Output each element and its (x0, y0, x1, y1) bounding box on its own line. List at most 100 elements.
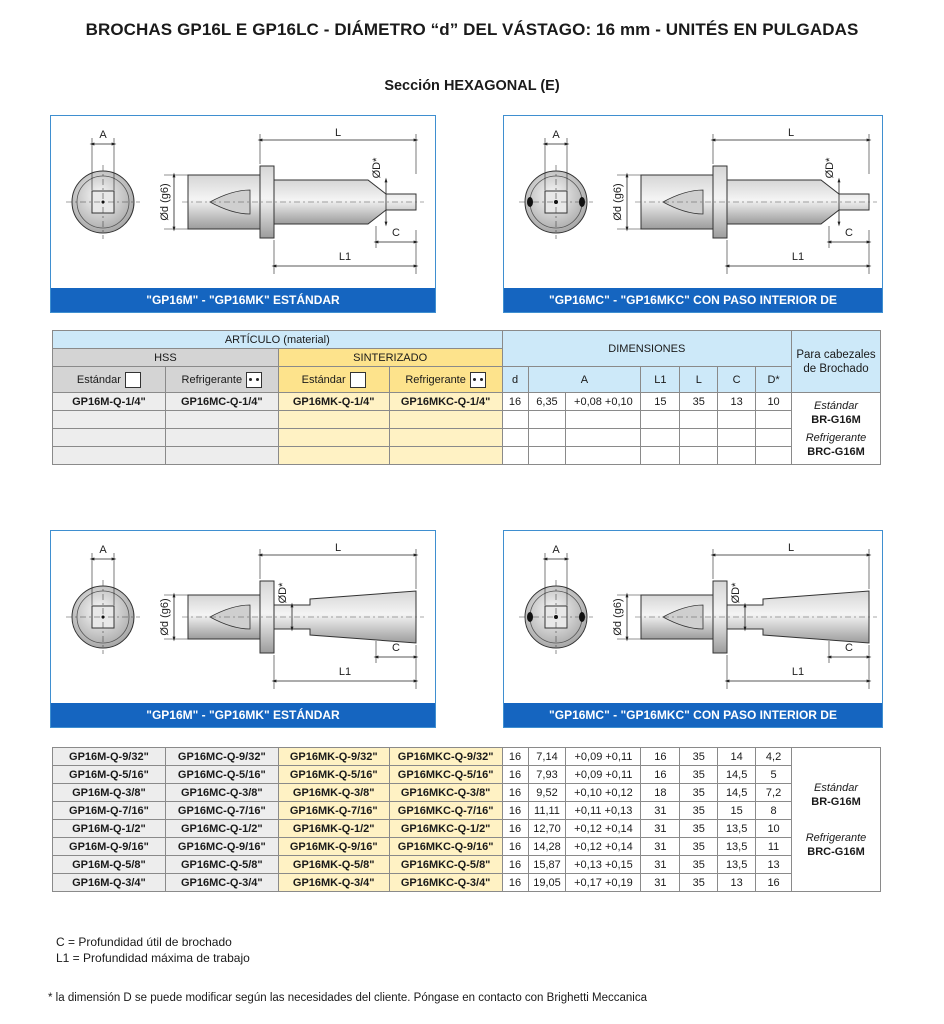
coolant-hole (579, 612, 585, 622)
table-cell: 16 (501, 837, 529, 856)
head-coolant-label: Refrigerante (805, 431, 867, 444)
dim-c-label: C (845, 642, 853, 654)
table-cell (717, 446, 757, 465)
dim-d-label: Ød (g6) (159, 183, 171, 220)
table-cell (277, 410, 390, 429)
table-row: GP16M-Q-5/16"GP16MC-Q-5/16"GP16MK-Q-5/16… (52, 765, 881, 784)
table-cell: 13 (717, 873, 757, 892)
table-cell: 15 (640, 392, 681, 411)
table-cell: GP16MKC-Q-3/4" (388, 873, 503, 892)
dim-c-label: C (392, 642, 400, 654)
header-articulo: ARTÍCULO (material) (52, 330, 503, 349)
table-cell: 16 (501, 801, 529, 820)
table-cell: 11,11 (527, 801, 567, 820)
head-standard-code: BR-G16M (811, 413, 861, 426)
table-cell: 8 (755, 801, 793, 820)
table-cell: +0,09 +0,11 (565, 747, 642, 766)
table-cell: 35 (679, 819, 719, 838)
table-cell: 4,2 (755, 747, 793, 766)
table-cell: 19,05 (527, 873, 567, 892)
table-cell: 35 (679, 855, 719, 874)
table-cell: GP16MC-Q-1/2" (164, 819, 279, 838)
dim-bigd-label: ØD* (824, 157, 836, 179)
table-cell: 35 (679, 392, 719, 411)
table-cell: 10 (755, 819, 793, 838)
table-cell (755, 428, 793, 447)
table-cell (388, 410, 503, 429)
head-coolant-label: Refrigerante (805, 831, 867, 844)
table-cell (52, 428, 166, 447)
dim-d-label: Ød (g6) (612, 183, 624, 220)
table-cell (679, 410, 719, 429)
table-cell: 10 (755, 392, 793, 411)
table-cell (527, 410, 567, 429)
table-cell: 13,5 (717, 855, 757, 874)
table-cell: +0,08 +0,10 (565, 392, 642, 411)
table-cell: 16 (501, 855, 529, 874)
diagram-caption: "GP16MC" - "GP16MKC" CON PASO INTERIOR D… (504, 288, 882, 331)
coolant-hole (554, 615, 558, 619)
header-sinterizado: SINTERIZADO (277, 348, 503, 367)
table-cell (755, 446, 793, 465)
table-cell (717, 410, 757, 429)
coolant-hole (527, 197, 533, 207)
table-cell (679, 428, 719, 447)
table-cell: 7,2 (755, 783, 793, 802)
table-cell: GP16M-Q-1/2" (52, 819, 166, 838)
table-cell: +0,12 +0,14 (565, 837, 642, 856)
header-col-l1: L1 (640, 366, 681, 393)
table-cell: 35 (679, 765, 719, 784)
diagram-caption: "GP16MC" - "GP16MKC" CON PASO INTERIOR D… (504, 703, 882, 746)
table-cell (501, 428, 529, 447)
table-cell (717, 428, 757, 447)
table-cell: GP16MKC-Q-1/4" (388, 392, 503, 411)
table-cell: 13 (755, 855, 793, 874)
table-row (52, 428, 881, 447)
solid-section-icon (124, 371, 141, 388)
table-cell: GP16M-Q-5/8" (52, 855, 166, 874)
section-subtitle: Sección HEXAGONAL (E) (384, 78, 560, 94)
table-row (52, 410, 881, 429)
dim-bigd-label: ØD* (371, 157, 383, 179)
header-dimensiones: DIMENSIONES (501, 330, 793, 367)
table-cell: 18 (640, 783, 681, 802)
table-cell: GP16MKC-Q-1/2" (388, 819, 503, 838)
table-cell: 35 (679, 801, 719, 820)
table-cell (277, 446, 390, 465)
table-cell: 14 (717, 747, 757, 766)
table-cell: GP16MKC-Q-9/16" (388, 837, 503, 856)
table-cell: 5 (755, 765, 793, 784)
dim-l-label: L (335, 542, 341, 554)
table-cell (755, 410, 793, 429)
table-cell: GP16MC-Q-1/4" (164, 392, 279, 411)
dim-d-label: Ød (g6) (159, 598, 171, 635)
header-para-cabezales: Para cabezales de Brochado (791, 330, 881, 393)
header-col-l: L (679, 366, 719, 393)
table-cell: 16 (501, 392, 529, 411)
table-cell: GP16M-Q-3/4" (52, 873, 166, 892)
head-standard-label: Estándar (813, 781, 859, 794)
table-cell: +0,13 +0,15 (565, 855, 642, 874)
table-cell (388, 428, 503, 447)
table-cell (527, 446, 567, 465)
table-cell: 16 (640, 765, 681, 784)
coolant-hole (554, 200, 558, 204)
header-col-d: d (501, 366, 529, 393)
table-cell: GP16MC-Q-5/8" (164, 855, 279, 874)
table-cell: GP16MKC-Q-7/16" (388, 801, 503, 820)
dim-l-label: L (788, 542, 794, 554)
table-cell (501, 446, 529, 465)
table-cell: 13,5 (717, 837, 757, 856)
table-row (52, 446, 881, 465)
dim-l1-label: L1 (792, 666, 804, 678)
header-sint-refrigerante: Refrigerante (388, 366, 503, 393)
table-cell: GP16MK-Q-9/16" (277, 837, 390, 856)
table-cell: 6,35 (527, 392, 567, 411)
center-point (101, 615, 105, 619)
table-cell (640, 410, 681, 429)
